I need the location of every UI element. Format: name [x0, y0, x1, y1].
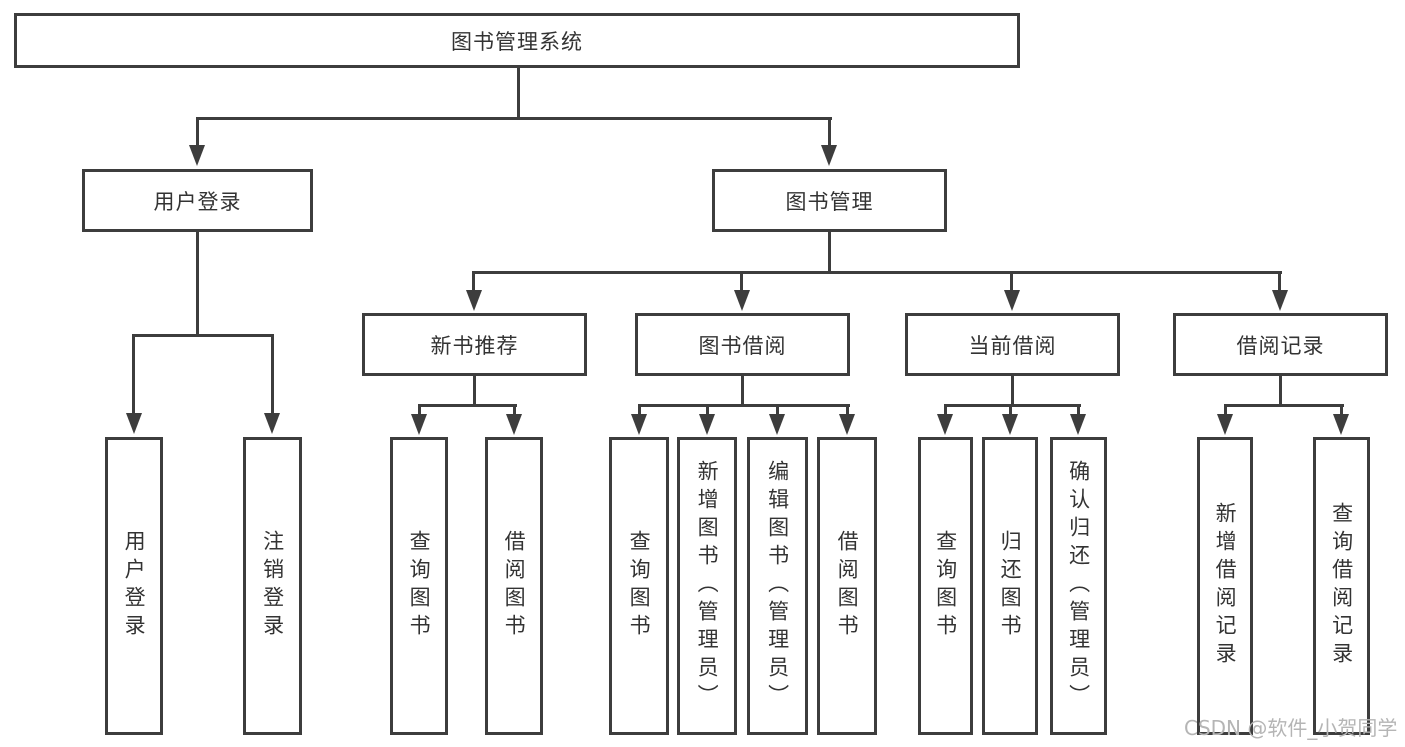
node-borrow-edit-books-admin: 编辑图书（管理员） — [747, 437, 808, 735]
node-user-login: 用户登录 — [82, 169, 313, 232]
node-user-login-label: 用户登录 — [153, 189, 242, 214]
node-current-borrow: 当前借阅 — [905, 313, 1120, 376]
node-current-return-books-label: 归还图书 — [998, 530, 1023, 642]
node-recommend-borrow-books: 借阅图书 — [485, 437, 543, 735]
node-book-management: 图书管理 — [712, 169, 947, 232]
connector-arrow-shaft — [418, 404, 421, 416]
arrowhead-down-icon — [1004, 290, 1020, 311]
node-book-borrow: 图书借阅 — [635, 313, 850, 376]
node-login-logout: 注销登录 — [243, 437, 302, 735]
arrowhead-down-icon — [1333, 414, 1349, 435]
node-login-user-login: 用户登录 — [105, 437, 163, 735]
node-current-borrow-label: 当前借阅 — [968, 333, 1057, 358]
connector-arrow-shaft — [1224, 404, 1227, 416]
arrowhead-down-icon — [821, 145, 837, 166]
node-recommend-query-books-label: 查询图书 — [407, 530, 432, 642]
node-book-management-label: 图书管理 — [785, 189, 874, 214]
connector-arrow-shaft — [638, 404, 641, 416]
connector-arrow-shaft — [271, 334, 274, 414]
node-borrow-edit-books-admin-label: 编辑图书（管理员） — [765, 460, 790, 712]
connector-arrow-shaft — [1077, 404, 1080, 416]
connector-stub — [1011, 376, 1014, 407]
connector-arrow-shaft — [706, 404, 709, 416]
arrowhead-down-icon — [769, 414, 785, 435]
arrowhead-down-icon — [631, 414, 647, 435]
node-records-query-record-label: 查询借阅记录 — [1329, 502, 1354, 670]
node-records-query-record: 查询借阅记录 — [1313, 437, 1370, 735]
connector-arrow-shaft — [1278, 271, 1281, 291]
arrowhead-down-icon — [1002, 414, 1018, 435]
arrowhead-down-icon — [411, 414, 427, 435]
connector-stub — [196, 232, 199, 334]
arrowhead-down-icon — [466, 290, 482, 311]
connector-arrow-shaft — [740, 271, 743, 291]
connector-stub — [741, 376, 744, 407]
node-borrow-records-label: 借阅记录 — [1236, 333, 1325, 358]
connector-arrow-shaft — [1009, 404, 1012, 416]
arrowhead-down-icon — [1217, 414, 1233, 435]
connector-stub — [1279, 376, 1282, 407]
arrowhead-down-icon — [264, 413, 280, 434]
node-current-return-books: 归还图书 — [982, 437, 1038, 735]
connector-arrow-shaft — [828, 117, 831, 146]
connector-branch — [472, 271, 1282, 274]
connector-arrow-shaft — [132, 334, 135, 414]
node-current-confirm-return-admin: 确认归还（管理员） — [1050, 437, 1107, 735]
node-book-borrow-label: 图书借阅 — [698, 333, 787, 358]
node-borrow-add-books-admin: 新增图书（管理员） — [677, 437, 737, 735]
connector-branch — [944, 404, 1081, 407]
node-root-label: 图书管理系统 — [451, 29, 583, 54]
node-current-query-books-label: 查询图书 — [933, 530, 958, 642]
node-borrow-borrow-books-label: 借阅图书 — [835, 530, 860, 642]
node-root: 图书管理系统 — [14, 13, 1020, 68]
node-borrow-query-books: 查询图书 — [609, 437, 669, 735]
arrowhead-down-icon — [839, 414, 855, 435]
connector-arrow-shaft — [776, 404, 779, 416]
csdn-watermark: CSDN @软件_小贺同学 — [1184, 716, 1398, 740]
connector-branch — [418, 404, 517, 407]
node-login-logout-label: 注销登录 — [260, 530, 285, 642]
arrowhead-down-icon — [126, 413, 142, 434]
node-new-book-recommend: 新书推荐 — [362, 313, 587, 376]
node-login-user-login-label: 用户登录 — [122, 530, 147, 642]
connector-branch — [196, 117, 832, 120]
connector-arrow-shaft — [196, 117, 199, 146]
node-records-add-record-label: 新增借阅记录 — [1213, 502, 1238, 670]
connector-branch — [132, 334, 274, 337]
node-current-query-books: 查询图书 — [918, 437, 973, 735]
connector-arrow-shaft — [472, 271, 475, 291]
connector-stub — [473, 376, 476, 407]
node-recommend-query-books: 查询图书 — [390, 437, 448, 735]
arrowhead-down-icon — [1272, 290, 1288, 311]
connector-stub — [828, 232, 831, 274]
arrowhead-down-icon — [1070, 414, 1086, 435]
connector-arrow-shaft — [513, 404, 516, 416]
connector-branch — [638, 404, 850, 407]
arrowhead-down-icon — [506, 414, 522, 435]
arrowhead-down-icon — [189, 145, 205, 166]
connector-arrow-shaft — [944, 404, 947, 416]
connector-arrow-shaft — [846, 404, 849, 416]
node-new-book-recommend-label: 新书推荐 — [430, 333, 519, 358]
connector-stub — [517, 68, 520, 117]
arrowhead-down-icon — [699, 414, 715, 435]
node-recommend-borrow-books-label: 借阅图书 — [502, 530, 527, 642]
node-borrow-borrow-books: 借阅图书 — [817, 437, 877, 735]
connector-arrow-shaft — [1340, 404, 1343, 416]
node-borrow-records: 借阅记录 — [1173, 313, 1388, 376]
arrowhead-down-icon — [734, 290, 750, 311]
node-borrow-add-books-admin-label: 新增图书（管理员） — [695, 460, 720, 712]
arrowhead-down-icon — [937, 414, 953, 435]
node-current-confirm-return-admin-label: 确认归还（管理员） — [1066, 460, 1091, 712]
node-records-add-record: 新增借阅记录 — [1197, 437, 1253, 735]
connector-branch — [1224, 404, 1344, 407]
node-borrow-query-books-label: 查询图书 — [627, 530, 652, 642]
connector-arrow-shaft — [1010, 271, 1013, 291]
